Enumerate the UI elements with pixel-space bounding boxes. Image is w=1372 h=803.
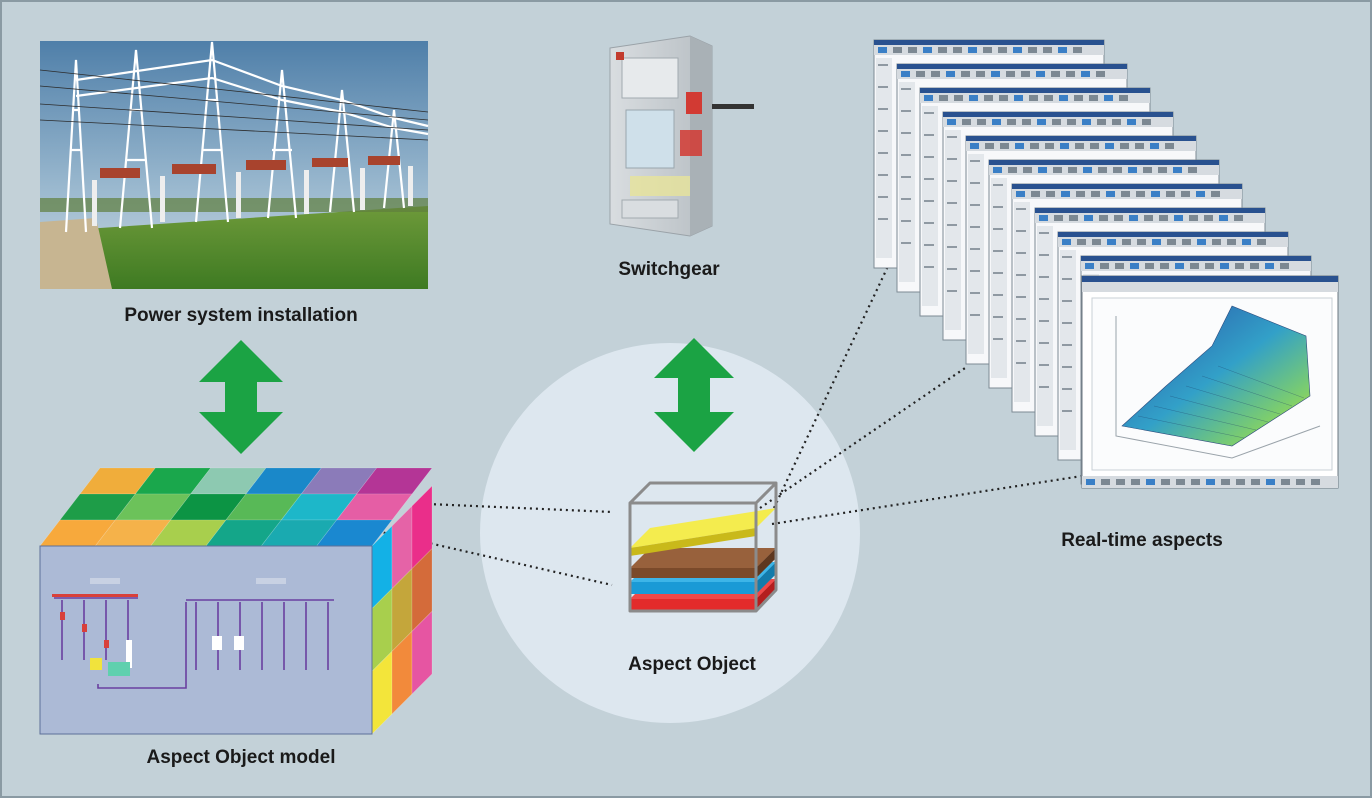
connector-model-top	[427, 502, 613, 514]
layered-cube-icon	[628, 481, 778, 613]
screen-window-plot	[1081, 275, 1339, 489]
substation-photo-icon	[39, 41, 429, 289]
label-switchgear: Switchgear	[618, 259, 720, 280]
label-aspect-object: Aspect Object	[628, 654, 756, 675]
label-power-system-installation: Power system installation	[124, 305, 358, 326]
switchgear-cabinet-icon	[609, 35, 754, 237]
double-arrow-center-icon	[654, 338, 734, 452]
connector-window-bottom	[771, 474, 1083, 526]
double-arrow-left-icon	[199, 340, 283, 454]
colored-cube-model-icon	[39, 467, 433, 735]
connector-lines	[371, 261, 1083, 587]
stacked-screen-windows-icon	[873, 39, 1339, 489]
label-aspect-object-model: Aspect Object model	[146, 747, 336, 768]
connector-model-front	[371, 528, 613, 587]
label-real-time-aspects: Real-time aspects	[1061, 530, 1223, 551]
